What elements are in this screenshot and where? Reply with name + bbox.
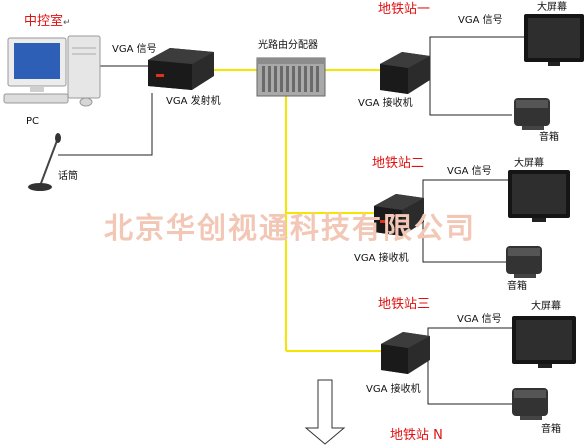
microphone-icon — [28, 133, 61, 191]
big-screen-label-3: 大屏幕 — [531, 301, 561, 312]
vga-receiver-1-icon — [380, 52, 430, 94]
station-1-label: 地铁站一 — [378, 2, 431, 17]
big-screen-label-1: 大屏幕 — [537, 2, 567, 13]
pc-label: PC — [26, 116, 40, 127]
vga-signal-label-3: VGA 信号 — [457, 314, 502, 325]
speaker-label-2: 音箱 — [507, 281, 527, 292]
vga-receiver-3-icon — [381, 332, 430, 374]
big-screen-1-icon — [524, 14, 584, 66]
splitter-slots — [262, 66, 319, 92]
microphone-label: 话筒 — [58, 171, 78, 182]
vga-transmitter-label: VGA 发射机 — [166, 96, 221, 107]
vga-signal-label-1: VGA 信号 — [458, 15, 503, 26]
vga-receiver-label-1: VGA 接收机 — [358, 98, 413, 109]
speaker-1-icon — [514, 98, 550, 130]
speaker-2-icon — [506, 246, 542, 278]
vga-signal-label-pc: VGA 信号 — [112, 44, 157, 55]
station-n-label: 地铁站 N — [390, 428, 443, 443]
big-screen-label-2: 大屏幕 — [514, 158, 544, 169]
speaker-label-1: 音箱 — [539, 132, 559, 143]
vga-signal-label-2: VGA 信号 — [447, 166, 492, 177]
station-3-label: 地铁站三 — [378, 297, 431, 312]
fiber-lines — [214, 69, 386, 352]
cursor-icon: ↵ — [63, 18, 71, 28]
vga-receiver-label-3: VGA 接收机 — [366, 384, 421, 395]
pc-computer-icon — [3, 35, 101, 107]
big-screen-3-icon — [512, 316, 576, 368]
watermark: 北京华创视通科技有限公司 — [104, 211, 477, 245]
vga-transmitter-icon — [148, 48, 214, 90]
fiber-splitter-label: 光路由分配器 — [258, 40, 318, 51]
speaker-label-3: 音箱 — [541, 424, 561, 435]
control-room-label: 中控室↵ — [24, 14, 71, 29]
fiber-splitter-icon — [256, 57, 326, 97]
station-2-label: 地铁站二 — [372, 156, 425, 171]
big-screen-2-icon — [508, 170, 570, 222]
down-arrow-icon — [304, 379, 346, 445]
vga-receiver-label-2: VGA 接收机 — [354, 253, 409, 264]
vga-receiver-2-icon — [374, 194, 424, 236]
speaker-3-icon — [512, 388, 548, 420]
